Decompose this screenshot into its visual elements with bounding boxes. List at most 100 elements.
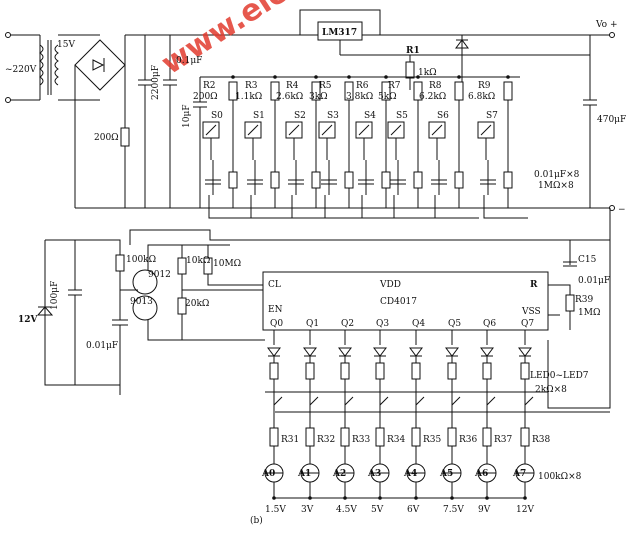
meter-label: A7 xyxy=(512,469,526,479)
switch-label: S4 xyxy=(364,111,376,121)
switch-contact xyxy=(247,124,259,136)
meter-resistor xyxy=(482,427,492,447)
led-icon xyxy=(480,347,494,357)
resistor-value: 3kΩ xyxy=(309,92,328,102)
ic-output-pin: Q7 xyxy=(521,319,534,329)
switch-control-wire xyxy=(208,195,253,219)
resistor-value: 3.8kΩ xyxy=(346,92,373,102)
output-columns: Q0R31A01.5VQ1R32A13VQ2R33A24.5VQ3R34A35V… xyxy=(261,319,551,515)
meter-needle xyxy=(443,446,461,498)
r-bleed-label: 200Ω xyxy=(94,133,119,143)
resistor-name: R6 xyxy=(356,81,369,91)
switch-control-wire xyxy=(393,195,438,219)
meter-needle xyxy=(478,446,496,498)
r1-label: R1 xyxy=(406,46,420,56)
voltage-label: 3V xyxy=(301,505,314,515)
c15-value: 0.01μF xyxy=(578,276,610,286)
switch-control-wire xyxy=(291,195,336,219)
voltage-label: 6V xyxy=(407,505,420,515)
r10m-label: 10MΩ xyxy=(213,259,241,269)
voltage-label: 1.5V xyxy=(265,505,286,515)
meter-resistor xyxy=(375,427,385,447)
resistor-name: R2 xyxy=(203,81,216,91)
voltage-label: 7.5V xyxy=(443,505,464,515)
switch-label: S7 xyxy=(486,111,498,121)
junction-dot xyxy=(314,75,318,79)
voltage-label: 12V xyxy=(516,505,534,515)
meter-resistor-name: R31 xyxy=(281,435,299,445)
lm317-label: LM317 xyxy=(322,28,357,38)
junction-dot xyxy=(273,75,277,79)
switch-contact xyxy=(480,124,492,136)
led-icon xyxy=(338,347,352,357)
led-resistor xyxy=(340,362,350,380)
junction-dot xyxy=(416,75,420,79)
resistor-ladder: R2200ΩS0R31.1kΩS1R42.6kΩS2R53kΩS3R63.8kΩ… xyxy=(193,75,528,219)
led-resistor xyxy=(520,362,530,380)
ic-extras xyxy=(265,240,611,499)
resistor-name: R4 xyxy=(286,81,299,91)
watermark: www.elecfans.com xyxy=(155,0,438,82)
ic-output-pin: Q2 xyxy=(341,319,354,329)
ic-name: CD4017 xyxy=(380,297,417,307)
junction-dot xyxy=(384,75,388,79)
resistor-name: R7 xyxy=(388,81,401,91)
led-resistor xyxy=(305,362,315,380)
c-adj-label: 10μF xyxy=(182,104,192,128)
ic-output-pin: Q3 xyxy=(376,319,389,329)
resistor-name: R9 xyxy=(478,81,491,91)
meter-wire xyxy=(273,356,283,428)
c-filter-label: 2200μF xyxy=(151,65,161,100)
junction-dot xyxy=(343,496,347,500)
junction-dot xyxy=(523,496,527,500)
meter-resistor xyxy=(305,427,315,447)
c001-label: 0.01μF xyxy=(86,341,118,351)
resistor-name: R5 xyxy=(319,81,332,91)
meter-needle xyxy=(371,446,389,498)
r20k-label: 20kΩ xyxy=(185,299,209,309)
switch-contact xyxy=(431,124,443,136)
c-small-label: 0.1μF xyxy=(176,56,202,66)
bias-resistor xyxy=(311,171,321,189)
switch-label: S3 xyxy=(327,111,339,121)
meter-resistor xyxy=(520,427,530,447)
bias-resistor xyxy=(228,171,238,189)
led-icon xyxy=(373,347,387,357)
c-out-label: 470μF xyxy=(597,115,626,125)
junction-dot xyxy=(457,75,461,79)
ic-output-pin: Q0 xyxy=(270,319,283,329)
ic-cl-pin: CL xyxy=(268,280,281,290)
bias-resistor xyxy=(503,171,513,189)
bias-resistor xyxy=(381,171,391,189)
switch-label: S2 xyxy=(294,111,306,121)
switch-label: S1 xyxy=(253,111,265,121)
switch-contact xyxy=(358,124,370,136)
meter-wire xyxy=(344,356,354,428)
junction-dot xyxy=(272,496,276,500)
voltage-label: 4.5V xyxy=(336,505,357,515)
led-resistor xyxy=(269,362,279,380)
led-icon xyxy=(303,347,317,357)
meter-wire xyxy=(451,356,461,428)
meter-resistor xyxy=(447,427,457,447)
resistor-value: 1.1kΩ xyxy=(235,92,262,102)
ac-input-label: ~220V xyxy=(5,65,37,75)
junction-dot xyxy=(450,496,454,500)
switch-contact xyxy=(205,124,217,136)
resistor-name: R3 xyxy=(245,81,258,91)
voltage-label: 5V xyxy=(371,505,384,515)
meter-label: A6 xyxy=(474,469,488,479)
meter-label: A4 xyxy=(403,469,417,479)
meter-resistor xyxy=(269,427,279,447)
switch-contact xyxy=(321,124,333,136)
switch-control-wire xyxy=(361,195,406,219)
ic-vdd-pin: VDD xyxy=(379,280,401,290)
ic-output-pin: Q5 xyxy=(448,319,461,329)
meter-resistor-name: R37 xyxy=(494,435,513,445)
resistor-name: R8 xyxy=(429,81,442,91)
switch-contact xyxy=(390,124,402,136)
meter-wire xyxy=(379,356,389,428)
meter-label: A1 xyxy=(297,469,311,479)
bias-resistor xyxy=(454,171,464,189)
